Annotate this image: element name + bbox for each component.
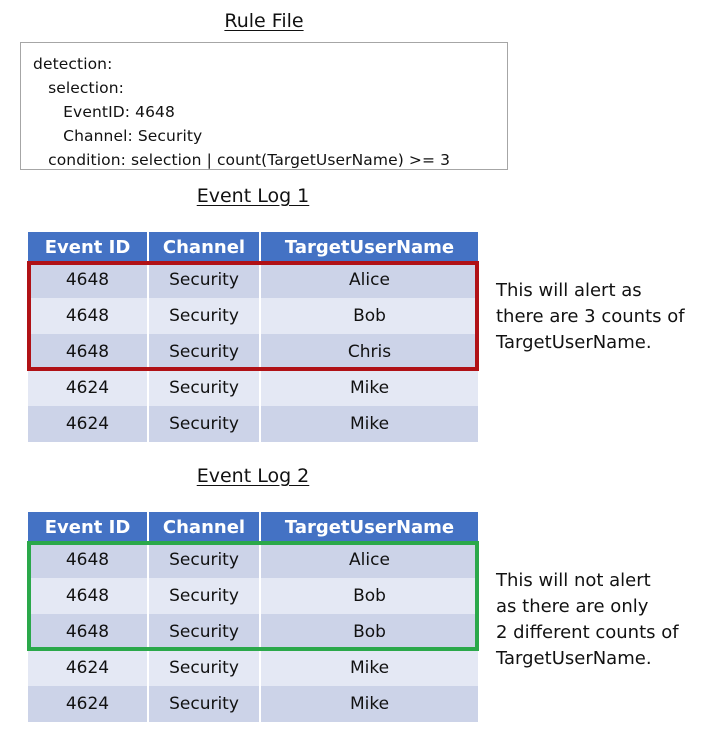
cell-targetuser: Bob [259,614,478,650]
cell-channel: Security [147,578,261,614]
table-row: 4624 Security Mike [28,650,478,686]
cell-channel: Security [147,650,261,686]
cell-targetuser: Bob [259,578,478,614]
cell-event-id: 4648 [28,262,149,298]
event-log-1-table: Event ID Channel TargetUserName 4648 Sec… [28,232,478,442]
table-header-row: Event ID Channel TargetUserName [28,512,478,542]
cell-channel: Security [147,370,261,406]
cell-targetuser: Mike [259,406,478,442]
cell-targetuser: Bob [259,298,478,334]
event-log-2-title: Event Log 2 [196,465,310,487]
cell-channel: Security [147,262,261,298]
rule-file-title: Rule File [224,10,304,32]
event-log-1-title: Event Log 1 [196,185,310,207]
cell-targetuser: Mike [259,370,478,406]
table-row: 4648 Security Bob [28,614,478,650]
cell-targetuser: Mike [259,650,478,686]
rule-line-selection: selection: [33,79,124,97]
table-row: 4648 Security Chris [28,334,478,370]
cell-event-id: 4648 [28,614,149,650]
table-row: 4648 Security Bob [28,578,478,614]
cell-channel: Security [147,686,261,722]
column-header-channel: Channel [147,232,261,262]
event-log-2-note: This will not alert as there are only 2 … [496,570,679,669]
column-header-targetuser: TargetUserName [259,512,478,542]
table-row: 4624 Security Mike [28,370,478,406]
cell-targetuser: Chris [259,334,478,370]
table-row: 4648 Security Bob [28,298,478,334]
rule-line-eventid: EventID: 4648 [33,103,175,121]
event-log-2-table: Event ID Channel TargetUserName 4648 Sec… [28,512,478,722]
cell-event-id: 4624 [28,686,149,722]
cell-channel: Security [147,406,261,442]
table-row: 4624 Security Mike [28,686,478,722]
cell-event-id: 4624 [28,650,149,686]
rule-file-box: detection: selection: EventID: 4648 Chan… [20,42,508,170]
cell-event-id: 4648 [28,542,149,578]
event-log-1-block: Event Log 1 Event ID Channel TargetUserN… [0,185,722,442]
cell-targetuser: Mike [259,686,478,722]
cell-event-id: 4624 [28,406,149,442]
column-header-channel: Channel [147,512,261,542]
cell-channel: Security [147,614,261,650]
cell-event-id: 4648 [28,334,149,370]
event-log-2-block: Event Log 2 Event ID Channel TargetUserN… [0,465,722,722]
cell-channel: Security [147,334,261,370]
rule-line-detection: detection: [33,55,113,73]
cell-targetuser: Alice [259,542,478,578]
cell-event-id: 4648 [28,578,149,614]
table-row: 4648 Security Alice [28,262,478,298]
rule-line-condition: condition: selection | count(TargetUserN… [33,151,451,169]
table-header-row: Event ID Channel TargetUserName [28,232,478,262]
cell-channel: Security [147,298,261,334]
column-header-event-id: Event ID [28,512,149,542]
column-header-targetuser: TargetUserName [259,232,478,262]
cell-event-id: 4624 [28,370,149,406]
cell-targetuser: Alice [259,262,478,298]
table-row: 4648 Security Alice [28,542,478,578]
cell-channel: Security [147,542,261,578]
table-row: 4624 Security Mike [28,406,478,442]
rule-line-channel: Channel: Security [33,127,203,145]
column-header-event-id: Event ID [28,232,149,262]
cell-event-id: 4648 [28,298,149,334]
event-log-1-note: This will alert as there are 3 counts of… [496,280,685,353]
